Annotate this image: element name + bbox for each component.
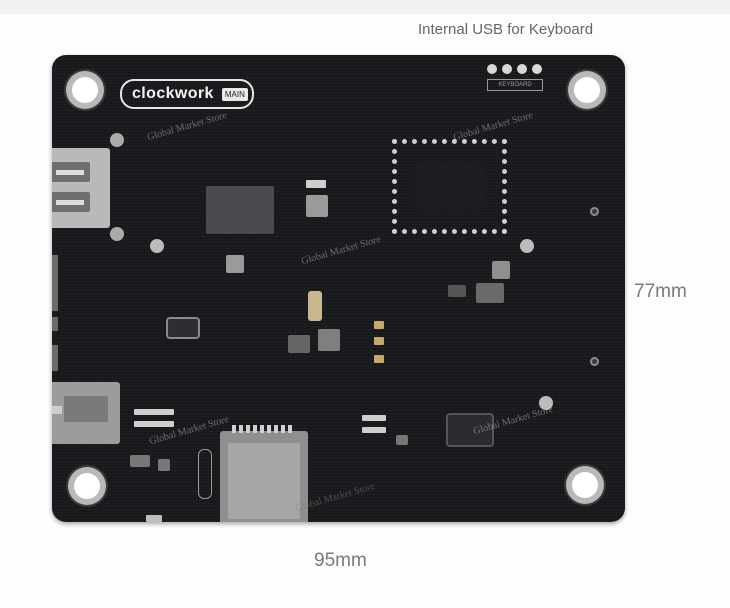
- clockwork-logo: clockwork MAIN: [120, 79, 254, 109]
- side-connector-1: [52, 255, 58, 311]
- logo-brand-text: clockwork: [132, 85, 214, 102]
- upper-chip-cluster: [392, 139, 507, 234]
- slide-switch: [52, 382, 120, 444]
- watermark-4: Global Market Store: [148, 413, 231, 448]
- side-connector-3: [52, 345, 58, 371]
- microsd-silkscreen: [198, 449, 212, 499]
- keyboard-header-silkscreen: KEYBOARD: [487, 79, 543, 91]
- microsd-slot: [220, 425, 308, 522]
- keyboard-header: KEYBOARD: [485, 61, 543, 91]
- usb-a-port: [52, 148, 110, 228]
- capacitor: [308, 291, 322, 321]
- watermark-1: Global Market Store: [146, 109, 229, 144]
- main-chip: [200, 186, 280, 234]
- voltage-regulator: [492, 261, 510, 279]
- mounting-hole-top-right: [574, 77, 600, 103]
- watermark-3: Global Market Store: [300, 233, 383, 268]
- width-dimension-label: 95mm: [314, 550, 367, 571]
- mounting-hole-bottom-right: [572, 472, 598, 498]
- mounting-hole-top-left: [72, 77, 98, 103]
- usb-keyboard-label: Internal USB for Keyboard: [418, 21, 594, 38]
- mounting-hole-bottom-left: [74, 473, 100, 499]
- top-strip: [0, 0, 730, 14]
- pcb-board: clockwork MAIN KEYBOARD: [52, 55, 625, 522]
- logo-tag: MAIN: [221, 87, 248, 101]
- side-connector-2: [52, 317, 58, 331]
- height-dimension-label: 77mm: [634, 281, 687, 302]
